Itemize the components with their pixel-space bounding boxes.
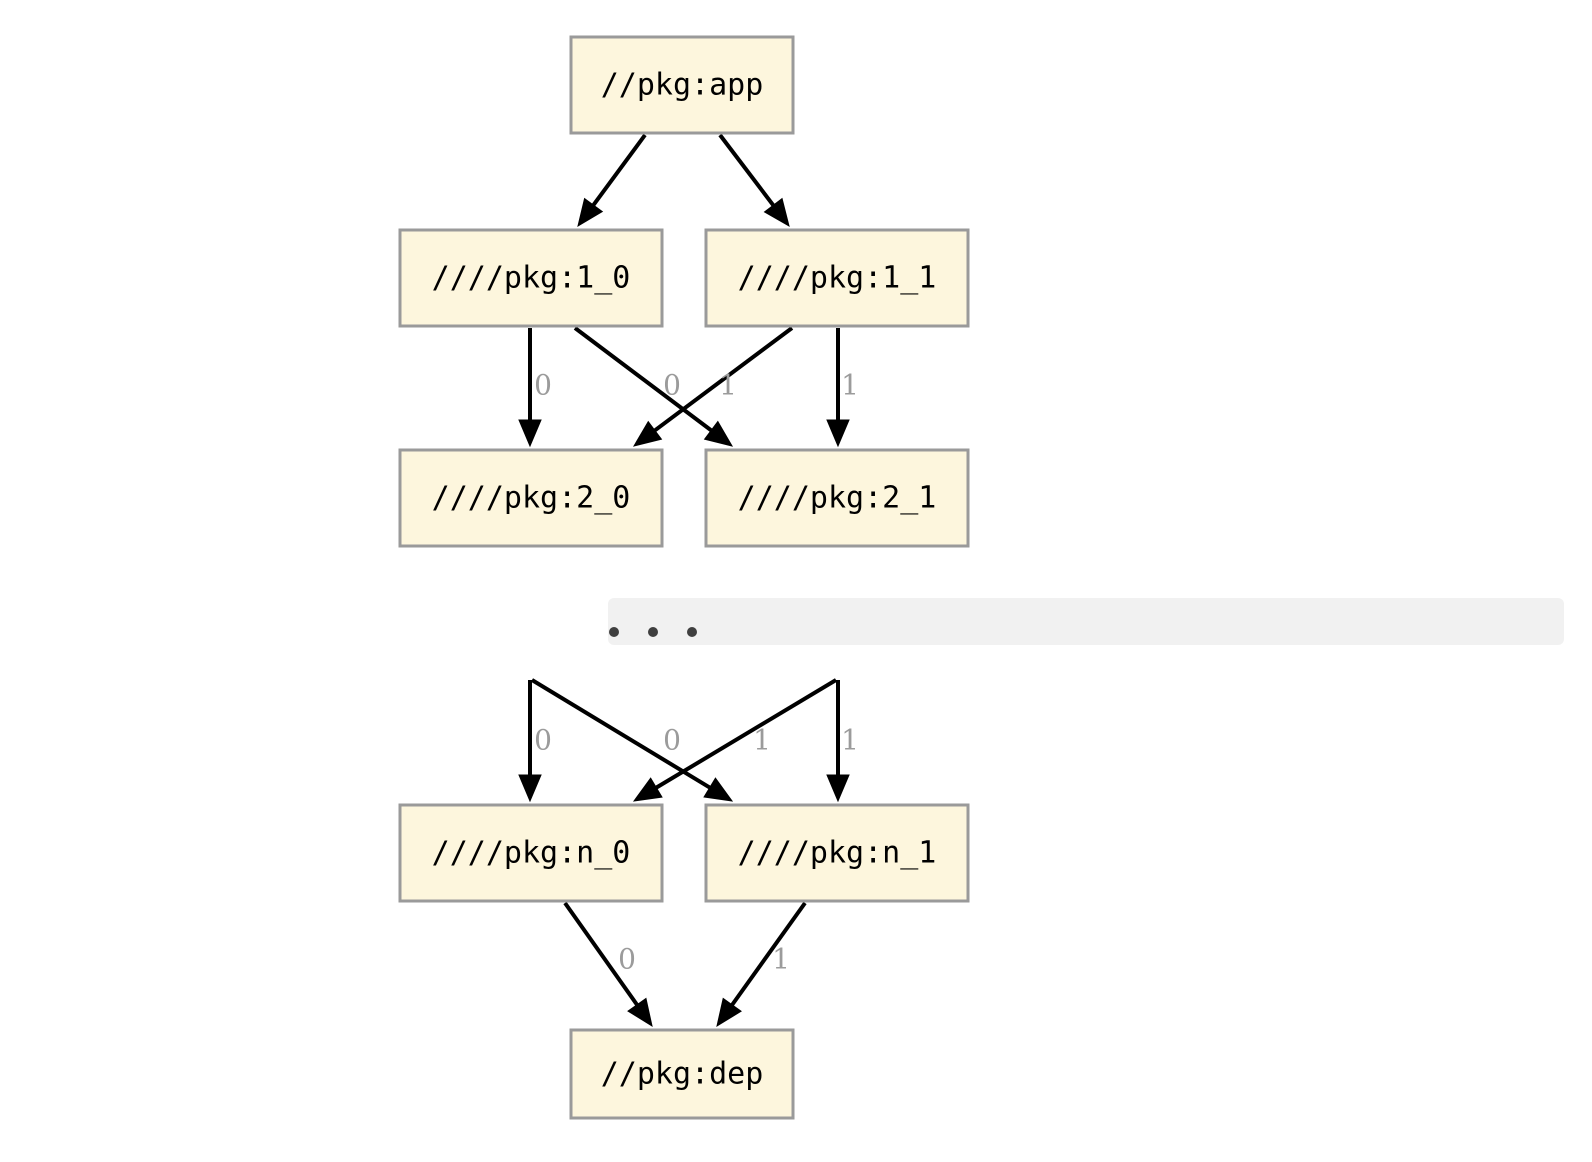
edge-line bbox=[655, 678, 838, 790]
node-label: ////pkg:n_1 bbox=[738, 836, 937, 871]
edge-arrowhead bbox=[826, 774, 850, 803]
edge-line bbox=[718, 133, 775, 207]
graph-edge: 1 bbox=[716, 901, 807, 1028]
graph-edge: 1 bbox=[632, 678, 838, 802]
ellipsis-separator bbox=[608, 598, 1564, 645]
node-box[interactable] bbox=[398, 803, 664, 903]
edge-line bbox=[653, 326, 794, 433]
ellipsis-dot bbox=[609, 627, 619, 637]
graph-node[interactable]: //pkg:dep bbox=[569, 1028, 795, 1120]
graph-edge: 0 bbox=[573, 326, 734, 447]
node-box[interactable] bbox=[704, 448, 970, 548]
edge-arrowhead bbox=[518, 774, 542, 803]
node-label: //pkg:dep bbox=[601, 1057, 764, 1092]
edge-arrowhead bbox=[518, 419, 542, 448]
graph-node[interactable]: ////pkg:2_1 bbox=[704, 448, 970, 548]
node-label: //pkg:app bbox=[601, 68, 764, 103]
edge-arrowhead bbox=[716, 997, 742, 1028]
ellipsis-dot bbox=[648, 627, 658, 637]
ellipsis-band bbox=[608, 598, 1564, 645]
graph-edge: 0 bbox=[518, 328, 552, 448]
graph-node[interactable]: ////pkg:2_0 bbox=[398, 448, 664, 548]
edge-label: 0 bbox=[663, 724, 681, 757]
nodes-layer: //pkg:app ////pkg:1_0 ////pkg:1_1 ////pkg:2… bbox=[398, 35, 970, 1120]
graph-node[interactable]: ////pkg:n_1 bbox=[704, 803, 970, 903]
edge-arrowhead bbox=[703, 777, 734, 802]
edge-label: 1 bbox=[753, 724, 771, 757]
node-box[interactable] bbox=[398, 228, 664, 328]
edge-label: 0 bbox=[663, 369, 681, 402]
graph-edge: 1 bbox=[826, 328, 859, 448]
graph-edge: 0 bbox=[518, 680, 552, 803]
edge-arrowhead bbox=[627, 997, 653, 1028]
edge-arrowhead bbox=[703, 420, 734, 447]
edge-line bbox=[563, 901, 639, 1006]
node-label: ////pkg:1_1 bbox=[738, 261, 937, 296]
graph-node[interactable]: ////pkg:n_0 bbox=[398, 803, 664, 903]
edge-label: 1 bbox=[841, 369, 859, 402]
node-label: ////pkg:n_0 bbox=[432, 836, 631, 871]
node-box[interactable] bbox=[704, 803, 970, 903]
edge-label: 0 bbox=[618, 943, 636, 976]
node-label: ////pkg:2_0 bbox=[432, 481, 631, 516]
graph-node[interactable]: //pkg:app bbox=[569, 35, 795, 135]
graph-node[interactable]: ////pkg:1_0 bbox=[398, 228, 664, 328]
edge-line bbox=[530, 678, 711, 790]
edge-arrowhead bbox=[632, 420, 663, 447]
graph-edge: 0 bbox=[530, 678, 734, 802]
edge-label: 1 bbox=[719, 369, 737, 402]
edge-line bbox=[591, 133, 647, 207]
graph-edge: 1 bbox=[632, 326, 794, 447]
edge-label: 1 bbox=[841, 724, 859, 757]
node-box[interactable] bbox=[398, 448, 664, 548]
graph-edge bbox=[577, 133, 647, 228]
edges-layer: 0 0 1 1 0 0 1 1 0 1 bbox=[518, 133, 859, 1028]
edge-arrowhead bbox=[826, 419, 850, 448]
node-label: ////pkg:1_0 bbox=[432, 261, 631, 296]
node-label: ////pkg:2_1 bbox=[738, 481, 937, 516]
graph-edge: 0 bbox=[563, 901, 653, 1028]
node-box[interactable] bbox=[569, 35, 795, 135]
edge-line bbox=[730, 901, 807, 1007]
edge-label: 0 bbox=[534, 369, 552, 402]
edge-label: 0 bbox=[534, 724, 552, 757]
edge-label: 1 bbox=[772, 943, 790, 976]
node-box[interactable] bbox=[569, 1028, 795, 1120]
graph-edge bbox=[718, 133, 790, 228]
edge-arrowhead bbox=[577, 197, 604, 228]
node-box[interactable] bbox=[704, 228, 970, 328]
edge-arrowhead bbox=[632, 777, 663, 802]
edge-line bbox=[573, 326, 713, 432]
ellipsis-dot bbox=[687, 627, 697, 637]
graph-node[interactable]: ////pkg:1_1 bbox=[704, 228, 970, 328]
graph-edge: 1 bbox=[826, 680, 859, 803]
edge-arrowhead bbox=[763, 197, 790, 228]
